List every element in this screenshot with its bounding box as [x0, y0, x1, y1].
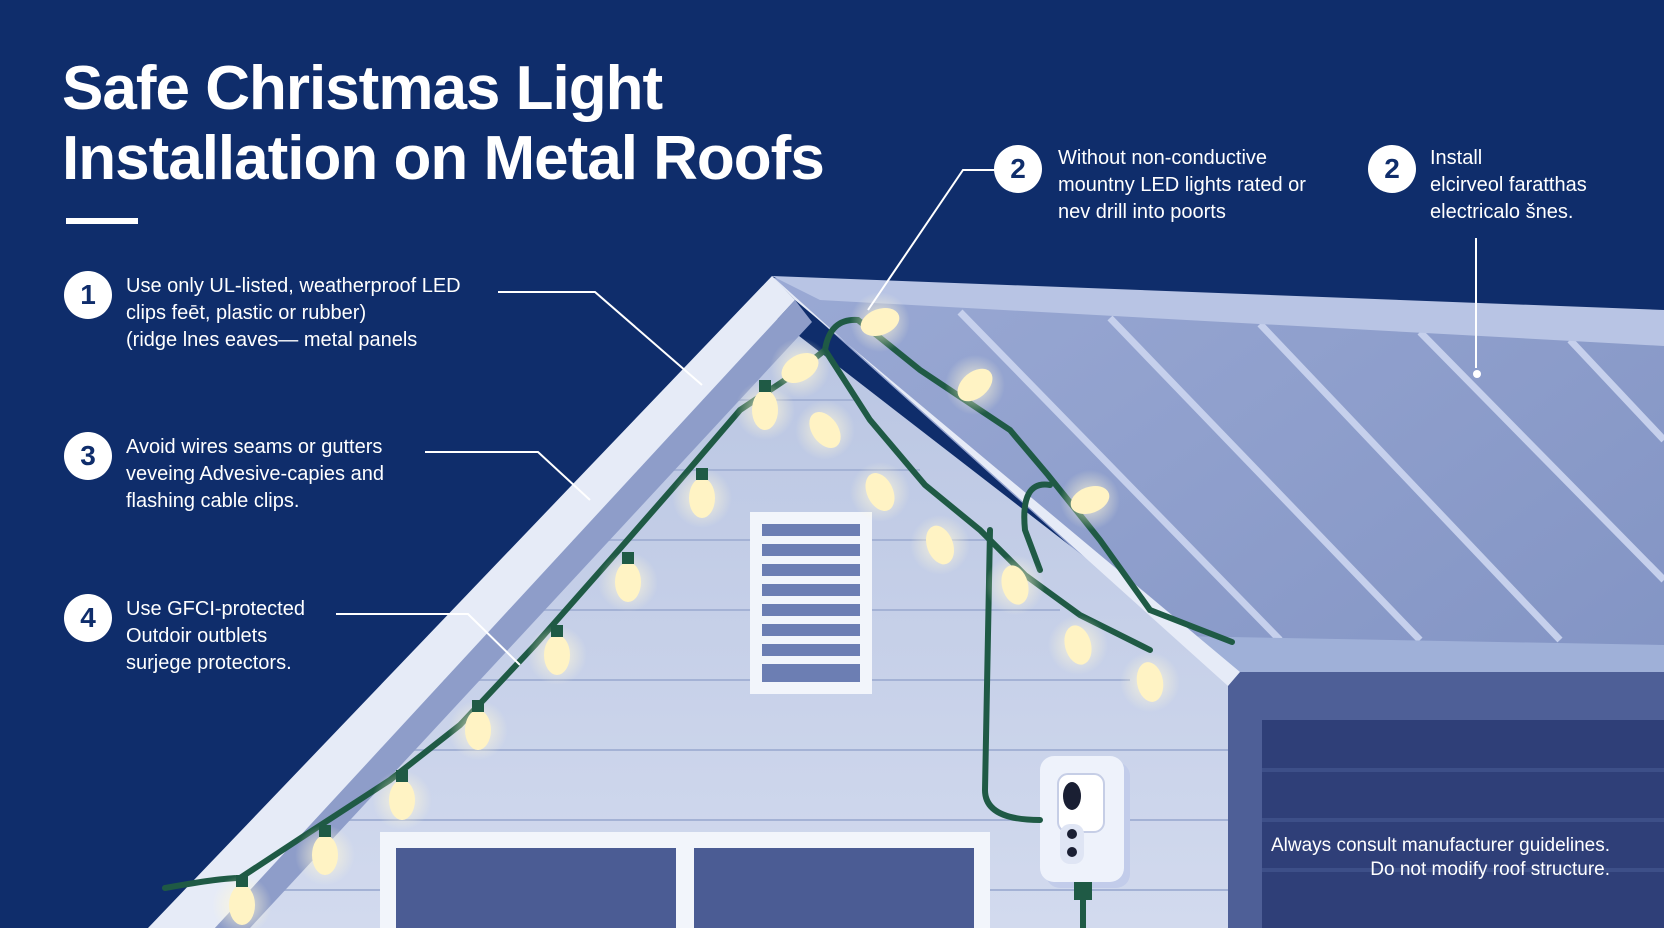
bulb [1120, 652, 1180, 712]
callout-3-line: veveing Adveѕive-capies and [126, 463, 384, 485]
gutter [1175, 636, 1664, 672]
bulb [770, 338, 830, 398]
callout-4-line: Outdoir outblets [126, 625, 268, 647]
left-fascia [148, 276, 795, 928]
callout-4-badge: 4 [64, 594, 112, 642]
bulb [295, 825, 355, 885]
callout-3-text: Avoid wires seams or gutters veveing Adv… [126, 434, 384, 515]
callout-2-right-line: Install [1430, 147, 1483, 169]
light-bulbs [212, 292, 1180, 928]
callout-1-line: clips feēt, plastic or rubber) [126, 302, 367, 324]
bulb [850, 292, 910, 352]
bulb [795, 400, 855, 460]
roof-ridge-edge [772, 276, 1664, 346]
callout-2-right-line: electricalo šnes. [1430, 201, 1574, 223]
callout-3-badge: 3 [64, 432, 112, 480]
disclaimer-line-1: Always consult manufacturer guidelines. [1270, 835, 1610, 856]
bulb [945, 355, 1005, 415]
bulb [372, 770, 432, 830]
bulb [598, 552, 658, 612]
window [380, 832, 990, 928]
callout-2-right-text: Install elcirveol faratthas electricalo … [1430, 145, 1587, 226]
callout-4-line: Use GFCI-protected [126, 598, 305, 620]
gable-vent [750, 512, 872, 694]
callout-4-text: Use GFCI-protected Outdoir outblets surj… [126, 596, 305, 677]
bulb [527, 625, 587, 685]
bulb [850, 462, 910, 522]
bulb [1048, 615, 1108, 675]
bulb [735, 380, 795, 440]
callout-leader-lines [336, 169, 1477, 666]
gfci-outlet [1040, 756, 1130, 928]
callout-2-right-badge: 2 [1368, 145, 1416, 193]
gable-siding [215, 315, 1228, 928]
bulb [212, 875, 272, 928]
callout-4-line: surjege protectors. [126, 652, 292, 674]
bulb [985, 555, 1045, 615]
callout-2-center-line: mountny LED lights rated or [1058, 174, 1306, 196]
disclaimer-line-2: Do not modify roof structure. [1370, 859, 1610, 880]
callout-2-right-line: elcirveol faratthas [1430, 174, 1587, 196]
callout-2-center-badge: 2 [994, 145, 1042, 193]
page-title: Safe Christmas Light Installation on Met… [62, 54, 825, 194]
garage-door [1262, 720, 1664, 928]
callout-1-text: Use only UL-listed, weatherproof LED cli… [126, 273, 461, 354]
callout-3-line: flashing cable clips. [126, 490, 300, 512]
callout-1-line: (ridge lnes eaves— metal panels [126, 329, 418, 351]
bulb [1060, 470, 1120, 530]
roof-seams [957, 309, 1664, 643]
bulb [448, 700, 508, 760]
bulb [910, 515, 970, 575]
callout-1-badge: 1 [64, 271, 112, 319]
title-line-2: Installation on Metal Roofs [62, 124, 825, 193]
callout-2-center-text: Without non-conductive mountny LED light… [1058, 145, 1306, 226]
callout-3-line: Avoid wires seams or gutters [126, 436, 383, 458]
right-fascia [772, 276, 1240, 686]
callout-2-center-line: Without non-conductive [1058, 147, 1268, 169]
callout-anchor-dot [1473, 370, 1481, 378]
title-underline [66, 218, 138, 224]
left-fascia-underside [215, 300, 812, 928]
callout-2-center-line: nev drill into poorts [1058, 201, 1226, 223]
safety-disclaimer: Always consult manufacturer guidelines. … [1271, 834, 1610, 882]
callout-1-line: Use only UL-listed, weatherproof LED [126, 275, 461, 297]
title-line-1: Safe Christmas Light [62, 54, 663, 123]
bulb [672, 468, 732, 528]
